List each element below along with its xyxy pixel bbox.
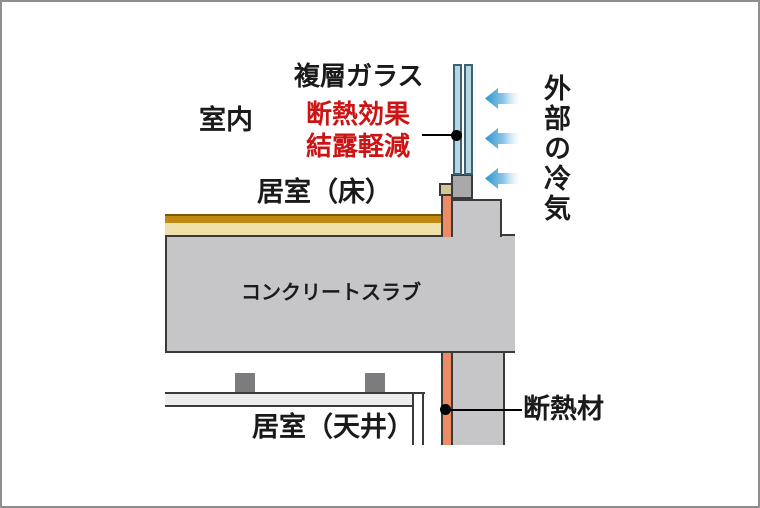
cold-air-arrows	[485, 88, 519, 189]
window-frame	[451, 174, 473, 199]
concrete-upstand	[452, 199, 502, 237]
floor-finish-gold	[165, 214, 441, 223]
external-cold-air-label: 外部の冷気	[540, 74, 570, 224]
living-room-ceiling-label: 居室（天井）	[252, 412, 414, 442]
glass-pane-inner	[464, 64, 473, 175]
condensation-reduction-label: 結露軽減	[306, 131, 411, 161]
insulation-strip-lower	[441, 353, 453, 445]
cold-air-arrow-icon	[485, 168, 519, 189]
slab-bottom-outline	[165, 351, 515, 353]
concrete-slab	[165, 235, 515, 353]
glazing-leader-line	[422, 134, 454, 136]
cold-air-arrow-icon	[485, 88, 519, 109]
insulation-strip-upper	[441, 195, 453, 237]
cold-air-arrow-icon	[485, 128, 519, 149]
living-room-floor-label: 居室（床）	[257, 177, 392, 207]
insulation-material-label: 断熱材	[523, 394, 604, 424]
ceiling-bottom-outline	[165, 405, 412, 407]
slab-ledge-outline	[500, 234, 515, 236]
ceiling-board	[165, 394, 412, 405]
ceiling-hanger	[365, 373, 385, 393]
ceiling-top-outline	[165, 392, 425, 394]
room-interior-label: 室内	[199, 105, 253, 135]
glass-pane-outer	[453, 64, 462, 175]
concrete-wall	[452, 353, 505, 445]
insulation-leader-line	[445, 409, 522, 411]
ceiling-hanger	[235, 373, 255, 393]
slab-left-outline	[165, 235, 167, 353]
insulation-leader-dot-icon	[440, 404, 451, 415]
floor-finish-cream	[165, 223, 441, 235]
slab-top-outline	[165, 235, 454, 237]
double-glazing-label: 複層ガラス	[294, 61, 424, 91]
wall-lining-board	[412, 394, 424, 445]
concrete-slab-label: コンクリートスラブ	[241, 282, 421, 304]
insulation-effect-label: 断熱効果	[306, 99, 411, 129]
glazing-leader-dot-icon	[451, 130, 462, 141]
